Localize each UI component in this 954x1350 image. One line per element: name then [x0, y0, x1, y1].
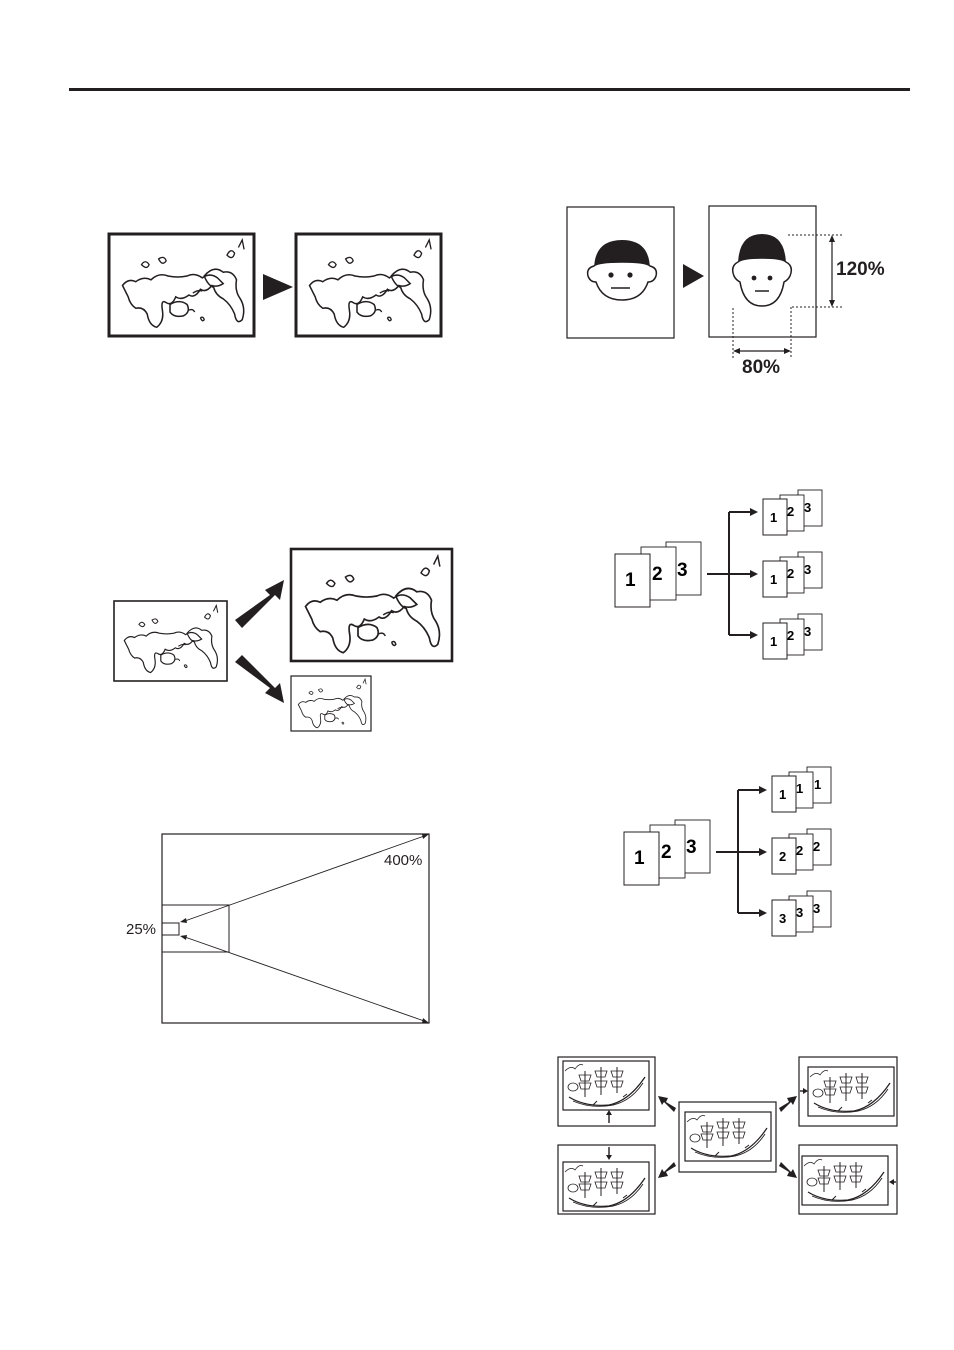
svg-text:3: 3	[686, 837, 697, 858]
reduced-map	[290, 675, 372, 732]
svg-text:2: 2	[813, 839, 820, 854]
svg-text:1: 1	[770, 510, 777, 525]
svg-text:3: 3	[813, 901, 820, 916]
svg-text:2: 2	[796, 843, 803, 858]
output-set: 3 2 1	[762, 489, 823, 536]
distribution-arrows	[716, 786, 767, 917]
output-set: 3 2 1	[762, 613, 823, 660]
zoomed-face-page	[708, 205, 817, 338]
output-set: 3 2 1	[762, 551, 823, 598]
output-set: 3 3 3	[771, 890, 832, 937]
shift-up-result	[557, 1056, 656, 1127]
svg-text:3: 3	[804, 562, 811, 577]
svg-text:1: 1	[779, 787, 786, 802]
original-stack: 3 2 1	[623, 819, 711, 886]
original-stack: 3 2 1	[614, 541, 702, 608]
shift-right-result	[798, 1056, 898, 1127]
svg-text:1: 1	[770, 634, 777, 649]
reduce-arrow-icon	[235, 655, 284, 703]
figure-zoom-range: 400% 25%	[126, 833, 430, 1024]
output-set: 2 2 2	[771, 828, 832, 875]
svg-text:3: 3	[796, 905, 803, 920]
original-image	[678, 1101, 777, 1173]
figure-image-shift	[557, 1056, 898, 1215]
min-size-frame	[161, 922, 180, 936]
arrow-up-right-icon	[779, 1096, 797, 1112]
svg-text:2: 2	[652, 564, 663, 585]
arrow-down-left-icon	[658, 1162, 676, 1178]
svg-text:1: 1	[796, 781, 803, 796]
vertical-dimension	[788, 234, 842, 308]
right-triangle-arrow-icon	[683, 264, 704, 288]
right-triangle-arrow-icon	[263, 274, 293, 300]
figure-group-copy: 3 2 1 1 1 1 2 2 2 3 3 3	[623, 766, 832, 937]
svg-text:1: 1	[814, 777, 821, 792]
up-arrow-icon	[606, 1110, 612, 1115]
svg-text:2: 2	[787, 566, 794, 581]
figure-sort-collate: 3 2 1 3 2 1 3 2 1 3 2 1	[614, 489, 823, 660]
figure-xy-zoom: 120% 80%	[566, 205, 885, 378]
svg-text:3: 3	[804, 500, 811, 515]
horizontal-zoom-label: 80%	[742, 357, 780, 378]
left-arrow-icon	[889, 1179, 894, 1185]
max-zoom-label: 400%	[384, 852, 422, 869]
min-zoom-label: 25%	[126, 921, 156, 938]
down-arrow-icon	[606, 1155, 612, 1160]
max-size-frame	[161, 833, 430, 1024]
shift-down-result	[557, 1144, 656, 1215]
svg-text:3: 3	[804, 624, 811, 639]
vertical-zoom-label: 120%	[836, 259, 885, 280]
svg-text:2: 2	[787, 628, 794, 643]
figure-same-size-copy	[107, 232, 443, 338]
original-map	[113, 600, 228, 682]
copied-map	[294, 232, 443, 338]
header-rule	[69, 88, 910, 91]
figure-enlarge-reduce	[113, 547, 454, 732]
svg-text:1: 1	[634, 848, 645, 869]
enlarge-arrow-icon	[235, 580, 284, 628]
arrow-down-right-icon	[779, 1162, 797, 1178]
svg-text:1: 1	[625, 570, 636, 591]
right-arrow-icon	[803, 1088, 808, 1094]
original-map	[107, 232, 256, 338]
original-face-page	[566, 206, 675, 339]
enlarged-map	[289, 547, 454, 663]
shift-left-result	[798, 1144, 898, 1215]
svg-text:3: 3	[779, 911, 786, 926]
svg-text:2: 2	[779, 849, 786, 864]
output-set: 1 1 1	[771, 766, 832, 813]
arrow-up-left-icon	[658, 1096, 676, 1112]
svg-text:2: 2	[661, 842, 672, 863]
svg-text:2: 2	[787, 504, 794, 519]
horizontal-dimension	[732, 307, 792, 360]
svg-text:3: 3	[677, 560, 688, 581]
distribution-arrows	[707, 508, 758, 639]
svg-text:1: 1	[770, 572, 777, 587]
